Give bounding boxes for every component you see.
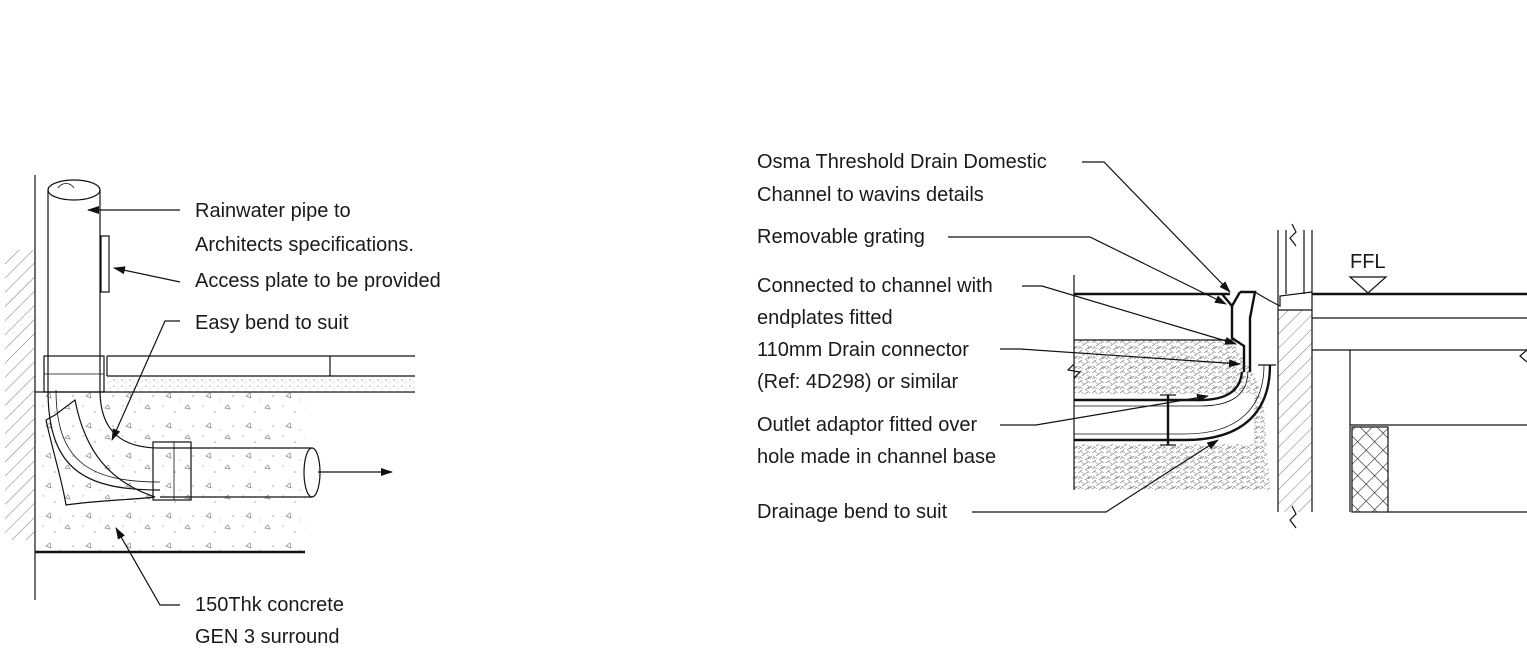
label-osma-line2: Channel to wavins details — [757, 184, 984, 206]
leader-osma-channel — [1082, 161, 1231, 293]
channel-body-left — [1230, 306, 1246, 372]
drain-pipe-outer — [1074, 364, 1272, 442]
insulation-block — [1351, 426, 1389, 513]
break-mark-left — [1066, 363, 1082, 379]
pipe-top-end — [47, 179, 101, 201]
access-plate — [100, 235, 110, 293]
pipe-top-end-detail — [57, 183, 75, 189]
label-connected-line1: Connected to channel with — [757, 275, 993, 297]
outlet-pipe-end — [303, 447, 321, 498]
wall-hatch — [5, 250, 35, 540]
threshold-trim — [1254, 291, 1313, 307]
label-easy-bend: Easy bend to suit — [195, 312, 349, 334]
leader-access-plate — [113, 266, 181, 283]
wall-hatch-right — [1278, 310, 1312, 512]
leader-endplates — [1022, 285, 1237, 345]
label-rainwater-pipe-line1: Rainwater pipe to — [195, 200, 351, 222]
label-outlet-line2: hole made in channel base — [757, 446, 996, 468]
label-access-plate: Access plate to be provided — [195, 270, 441, 292]
leader-drain-connector — [1000, 348, 1241, 368]
concrete-surround-fill — [35, 392, 305, 552]
label-drainage-bend: Drainage bend to suit — [757, 501, 948, 523]
label-concrete-line1: 150Thk concrete — [195, 594, 344, 616]
label-connector-line2: (Ref: 4D298) or similar — [757, 371, 959, 393]
label-osma-line1: Osma Threshold Drain Domestic — [757, 151, 1047, 173]
floor-screed — [107, 376, 415, 392]
ffl-triangle — [1348, 276, 1388, 294]
break-mark-bottom — [1289, 505, 1297, 529]
leader-easy-bend — [111, 320, 180, 441]
label-grating: Removable grating — [757, 226, 925, 248]
bend-outer — [47, 389, 161, 491]
bend-outer-inner — [55, 389, 161, 483]
leader-drainage-bend — [972, 439, 1219, 513]
outlet-coupling — [152, 441, 192, 501]
right-detail: FFL Osma Threshold Drain Domestic Channe… — [757, 151, 1527, 529]
break-mark-right — [1519, 349, 1527, 363]
pipe-bedding-outline — [45, 398, 156, 506]
label-connected-line2: endplates fitted — [757, 307, 893, 329]
leader-grating — [948, 236, 1227, 305]
label-concrete-line2: GEN 3 surround — [195, 626, 340, 648]
label-rainwater-pipe-line2: Architects specifications. — [195, 234, 414, 256]
leader-concrete — [115, 527, 180, 606]
label-ffl: FFL — [1350, 251, 1386, 273]
drain-pipe-inner-line — [1074, 371, 1249, 407]
channel-body-right — [1240, 290, 1257, 372]
drain-pipe-outer-line — [1074, 364, 1265, 435]
label-outlet-line1: Outlet adaptor fitted over — [757, 414, 977, 436]
label-connector-line1: 110mm Drain connector — [757, 339, 969, 361]
break-mark-top — [1289, 223, 1297, 247]
leader-outlet-adaptor — [1000, 393, 1209, 426]
left-detail: Rainwater pipe to Architects specificati… — [5, 175, 441, 648]
